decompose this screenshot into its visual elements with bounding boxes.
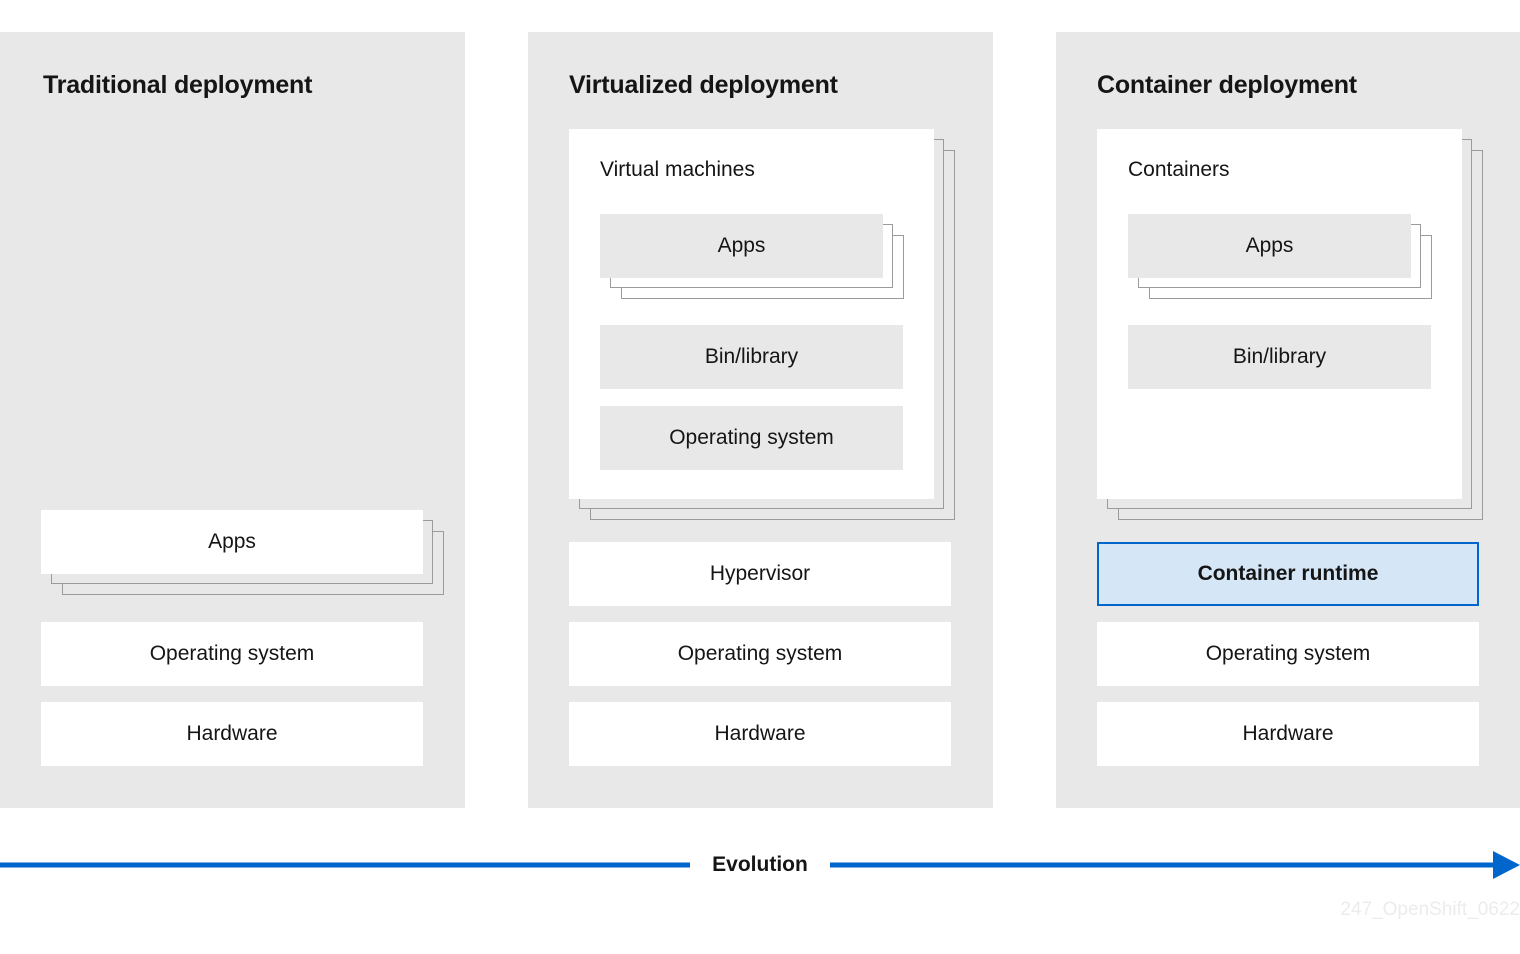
stack-apps-virtualized: Apps: [600, 214, 904, 299]
panel-containers: Containers Apps Bin/library: [1097, 129, 1483, 520]
box-hypervisor[interactable]: Hypervisor: [569, 542, 951, 606]
panel-title-virtual-machines: Virtual machines: [600, 158, 755, 181]
box-bin-library-container[interactable]: Bin/library: [1128, 325, 1431, 389]
column-title-container: Container deployment: [1097, 71, 1357, 99]
column-container-deployment: Container deployment Containers Apps Bin…: [1056, 32, 1520, 808]
box-hardware-traditional[interactable]: Hardware: [41, 702, 423, 766]
box-operating-system-inner-virtualized[interactable]: Operating system: [600, 406, 903, 470]
stack-apps-traditional: Apps: [41, 510, 444, 595]
box-operating-system-container[interactable]: Operating system: [1097, 622, 1479, 686]
stack-apps-container: Apps: [1128, 214, 1432, 299]
box-operating-system-virtualized[interactable]: Operating system: [569, 622, 951, 686]
panel-title-containers: Containers: [1128, 158, 1230, 181]
box-operating-system-traditional[interactable]: Operating system: [41, 622, 423, 686]
panel-containers-front: Containers Apps Bin/library: [1097, 129, 1462, 499]
box-hardware-virtualized[interactable]: Hardware: [569, 702, 951, 766]
box-container-runtime[interactable]: Container runtime: [1097, 542, 1479, 606]
evolution-label: Evolution: [712, 853, 808, 876]
column-traditional-deployment: Traditional deployment Apps Operating sy…: [0, 32, 465, 808]
box-apps-virtualized[interactable]: Apps: [600, 214, 883, 278]
box-apps-container[interactable]: Apps: [1128, 214, 1411, 278]
column-title-traditional: Traditional deployment: [43, 71, 313, 99]
evolution-axis: Evolution: [0, 843, 1520, 887]
watermark-text: 247_OpenShift_0622: [1340, 899, 1520, 920]
evolution-arrow-icon: [0, 851, 1520, 879]
panel-virtual-machines-front: Virtual machines Apps Bin/library Operat…: [569, 129, 934, 499]
panel-virtual-machines: Virtual machines Apps Bin/library Operat…: [569, 129, 955, 520]
column-virtualized-deployment: Virtualized deployment Virtual machines …: [528, 32, 993, 808]
box-apps-traditional[interactable]: Apps: [41, 510, 423, 574]
box-bin-library-virtualized[interactable]: Bin/library: [600, 325, 903, 389]
column-title-virtualized: Virtualized deployment: [569, 71, 838, 99]
box-hardware-container[interactable]: Hardware: [1097, 702, 1479, 766]
